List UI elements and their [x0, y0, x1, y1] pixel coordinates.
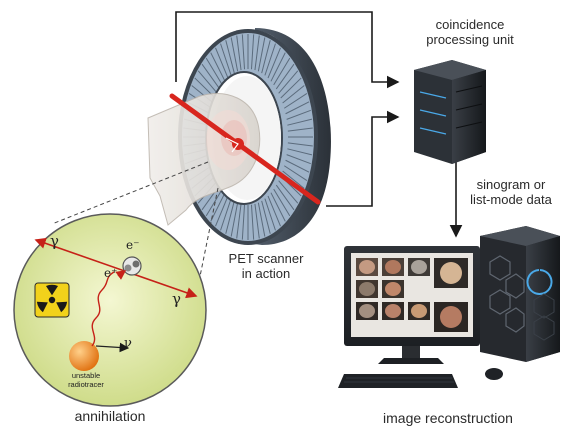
detector-segment — [286, 109, 311, 120]
detector-segment — [210, 52, 226, 82]
detector-segment — [270, 52, 286, 82]
detector-segment — [280, 77, 302, 99]
detector-segment — [254, 203, 260, 239]
detector-segment — [267, 195, 281, 227]
detector-segment — [283, 165, 308, 181]
neutrino-symbol: ν — [124, 336, 132, 351]
annihilation-label: annihilation — [74, 408, 146, 424]
detector-segment — [220, 43, 232, 76]
mouse-icon — [485, 368, 503, 380]
pc-tower-icon — [480, 226, 560, 362]
detector-segment — [261, 40, 271, 74]
detector-segment — [215, 195, 229, 227]
sinogram-label: sinogram or list-mode data — [470, 177, 552, 207]
detector-segment — [261, 200, 271, 234]
detector-segment — [254, 35, 260, 71]
detector-segment — [230, 202, 239, 237]
detector-segment — [278, 70, 299, 94]
detector-segment — [282, 170, 305, 189]
detector-segment — [220, 198, 232, 231]
monitor-icon — [344, 246, 480, 364]
detector-segment — [225, 200, 235, 234]
detector-segment — [230, 37, 239, 72]
detector-segment — [285, 159, 310, 173]
detector-segment — [215, 47, 229, 79]
detector-segment — [275, 63, 295, 90]
detector-segment — [287, 142, 313, 147]
detector-segment — [287, 148, 313, 156]
detector-segment — [250, 34, 255, 70]
detector-segment — [278, 180, 299, 204]
patient-head — [147, 93, 261, 226]
detector-segment — [264, 198, 276, 231]
detector-segment — [250, 204, 255, 240]
detector-segment — [285, 101, 310, 115]
scan-thumbnails — [356, 258, 468, 332]
detector-segment — [287, 127, 313, 132]
positron-symbol: e⁺ — [104, 266, 118, 280]
pet-scanner-label: PET scanner in action — [228, 251, 304, 281]
detector-segment — [270, 192, 286, 222]
detector-segment — [273, 57, 291, 86]
keyboard-icon — [338, 374, 458, 388]
detector-segment — [241, 34, 246, 70]
radiotracer-label: unstable radiotracer — [68, 371, 104, 389]
server-icon — [414, 60, 486, 164]
gamma-top-symbol: γ — [50, 232, 59, 250]
detector-segment — [273, 188, 291, 217]
detector-segment — [264, 43, 276, 76]
detector-segment — [205, 188, 223, 217]
annihilation-inset — [13, 213, 207, 407]
detector-segment — [287, 118, 313, 126]
detector-segment — [201, 63, 221, 90]
detector-segment — [236, 203, 242, 239]
detector-segment — [257, 202, 266, 237]
detector-segment — [197, 70, 218, 94]
detector-segment — [210, 192, 226, 222]
gamma-beam — [169, 93, 321, 205]
electron-symbol: e⁻ — [126, 238, 140, 252]
detector-segment — [205, 57, 223, 86]
detector-segment — [283, 93, 308, 109]
signal-lines — [175, 11, 463, 238]
detector-segment — [286, 154, 311, 165]
detector-segment — [282, 85, 305, 104]
detector-segment — [241, 204, 246, 240]
detector-segment — [225, 40, 235, 74]
gamma-bottom-symbol: γ — [172, 290, 181, 308]
radiation-icon — [34, 282, 70, 318]
radiotracer-nucleus — [69, 341, 99, 371]
detector-segment — [257, 37, 266, 72]
detector-segment — [236, 35, 242, 71]
detector-segment — [275, 184, 295, 211]
image-reconstruction-label: image reconstruction — [383, 410, 513, 426]
detector-segment — [267, 47, 281, 79]
coincidence-unit-label: coincidence processing unit — [426, 17, 514, 47]
